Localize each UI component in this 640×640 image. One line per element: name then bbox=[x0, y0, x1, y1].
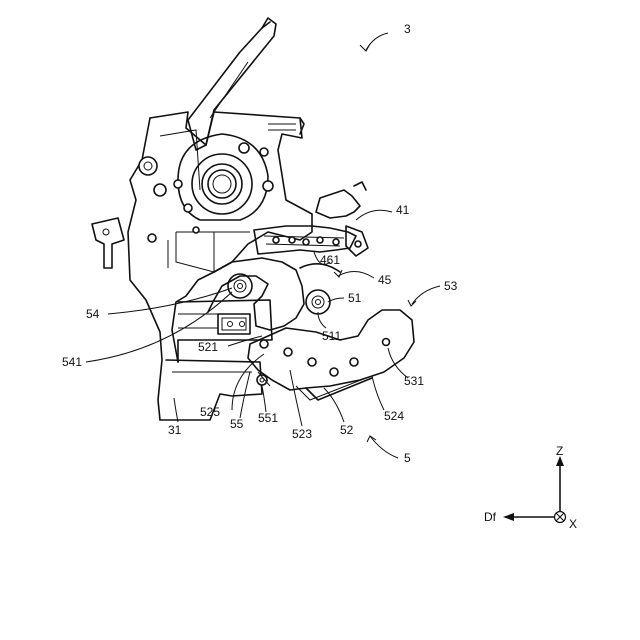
axis-label-x: X bbox=[569, 517, 577, 531]
label-3: 3 bbox=[404, 22, 411, 36]
hook-lever bbox=[248, 310, 414, 400]
label-521: 521 bbox=[198, 340, 218, 354]
axis-label-df: Df bbox=[484, 510, 497, 524]
df-arrow-icon bbox=[503, 513, 514, 521]
label-54: 54 bbox=[86, 307, 100, 321]
label-541: 541 bbox=[62, 355, 82, 369]
reference-labels: 3 41 461 45 53 51 54 511 521 541 531 525… bbox=[62, 22, 458, 465]
label-53: 53 bbox=[444, 279, 458, 293]
label-51: 51 bbox=[348, 291, 362, 305]
label-524: 524 bbox=[384, 409, 404, 423]
slider-block bbox=[178, 300, 272, 340]
coordinate-axes: Z Df X bbox=[484, 444, 577, 531]
label-41: 41 bbox=[396, 203, 410, 217]
label-5: 5 bbox=[404, 451, 411, 465]
label-45: 45 bbox=[378, 273, 392, 287]
label-31: 31 bbox=[168, 423, 182, 437]
label-525: 525 bbox=[200, 405, 220, 419]
hub-assembly bbox=[139, 134, 273, 242]
label-531: 531 bbox=[404, 374, 424, 388]
label-551: 551 bbox=[258, 411, 278, 425]
axis-label-z: Z bbox=[556, 444, 563, 458]
latch-assembly bbox=[254, 182, 368, 256]
label-523: 523 bbox=[292, 427, 312, 441]
label-55: 55 bbox=[230, 417, 244, 431]
label-461: 461 bbox=[320, 253, 340, 267]
x-into-page-icon bbox=[555, 512, 566, 523]
left-bracket bbox=[92, 218, 124, 268]
label-52: 52 bbox=[340, 423, 354, 437]
leader-lines bbox=[86, 33, 440, 458]
upper-lever-arm bbox=[188, 18, 276, 150]
main-frame bbox=[128, 112, 312, 420]
label-511: 511 bbox=[322, 329, 341, 343]
